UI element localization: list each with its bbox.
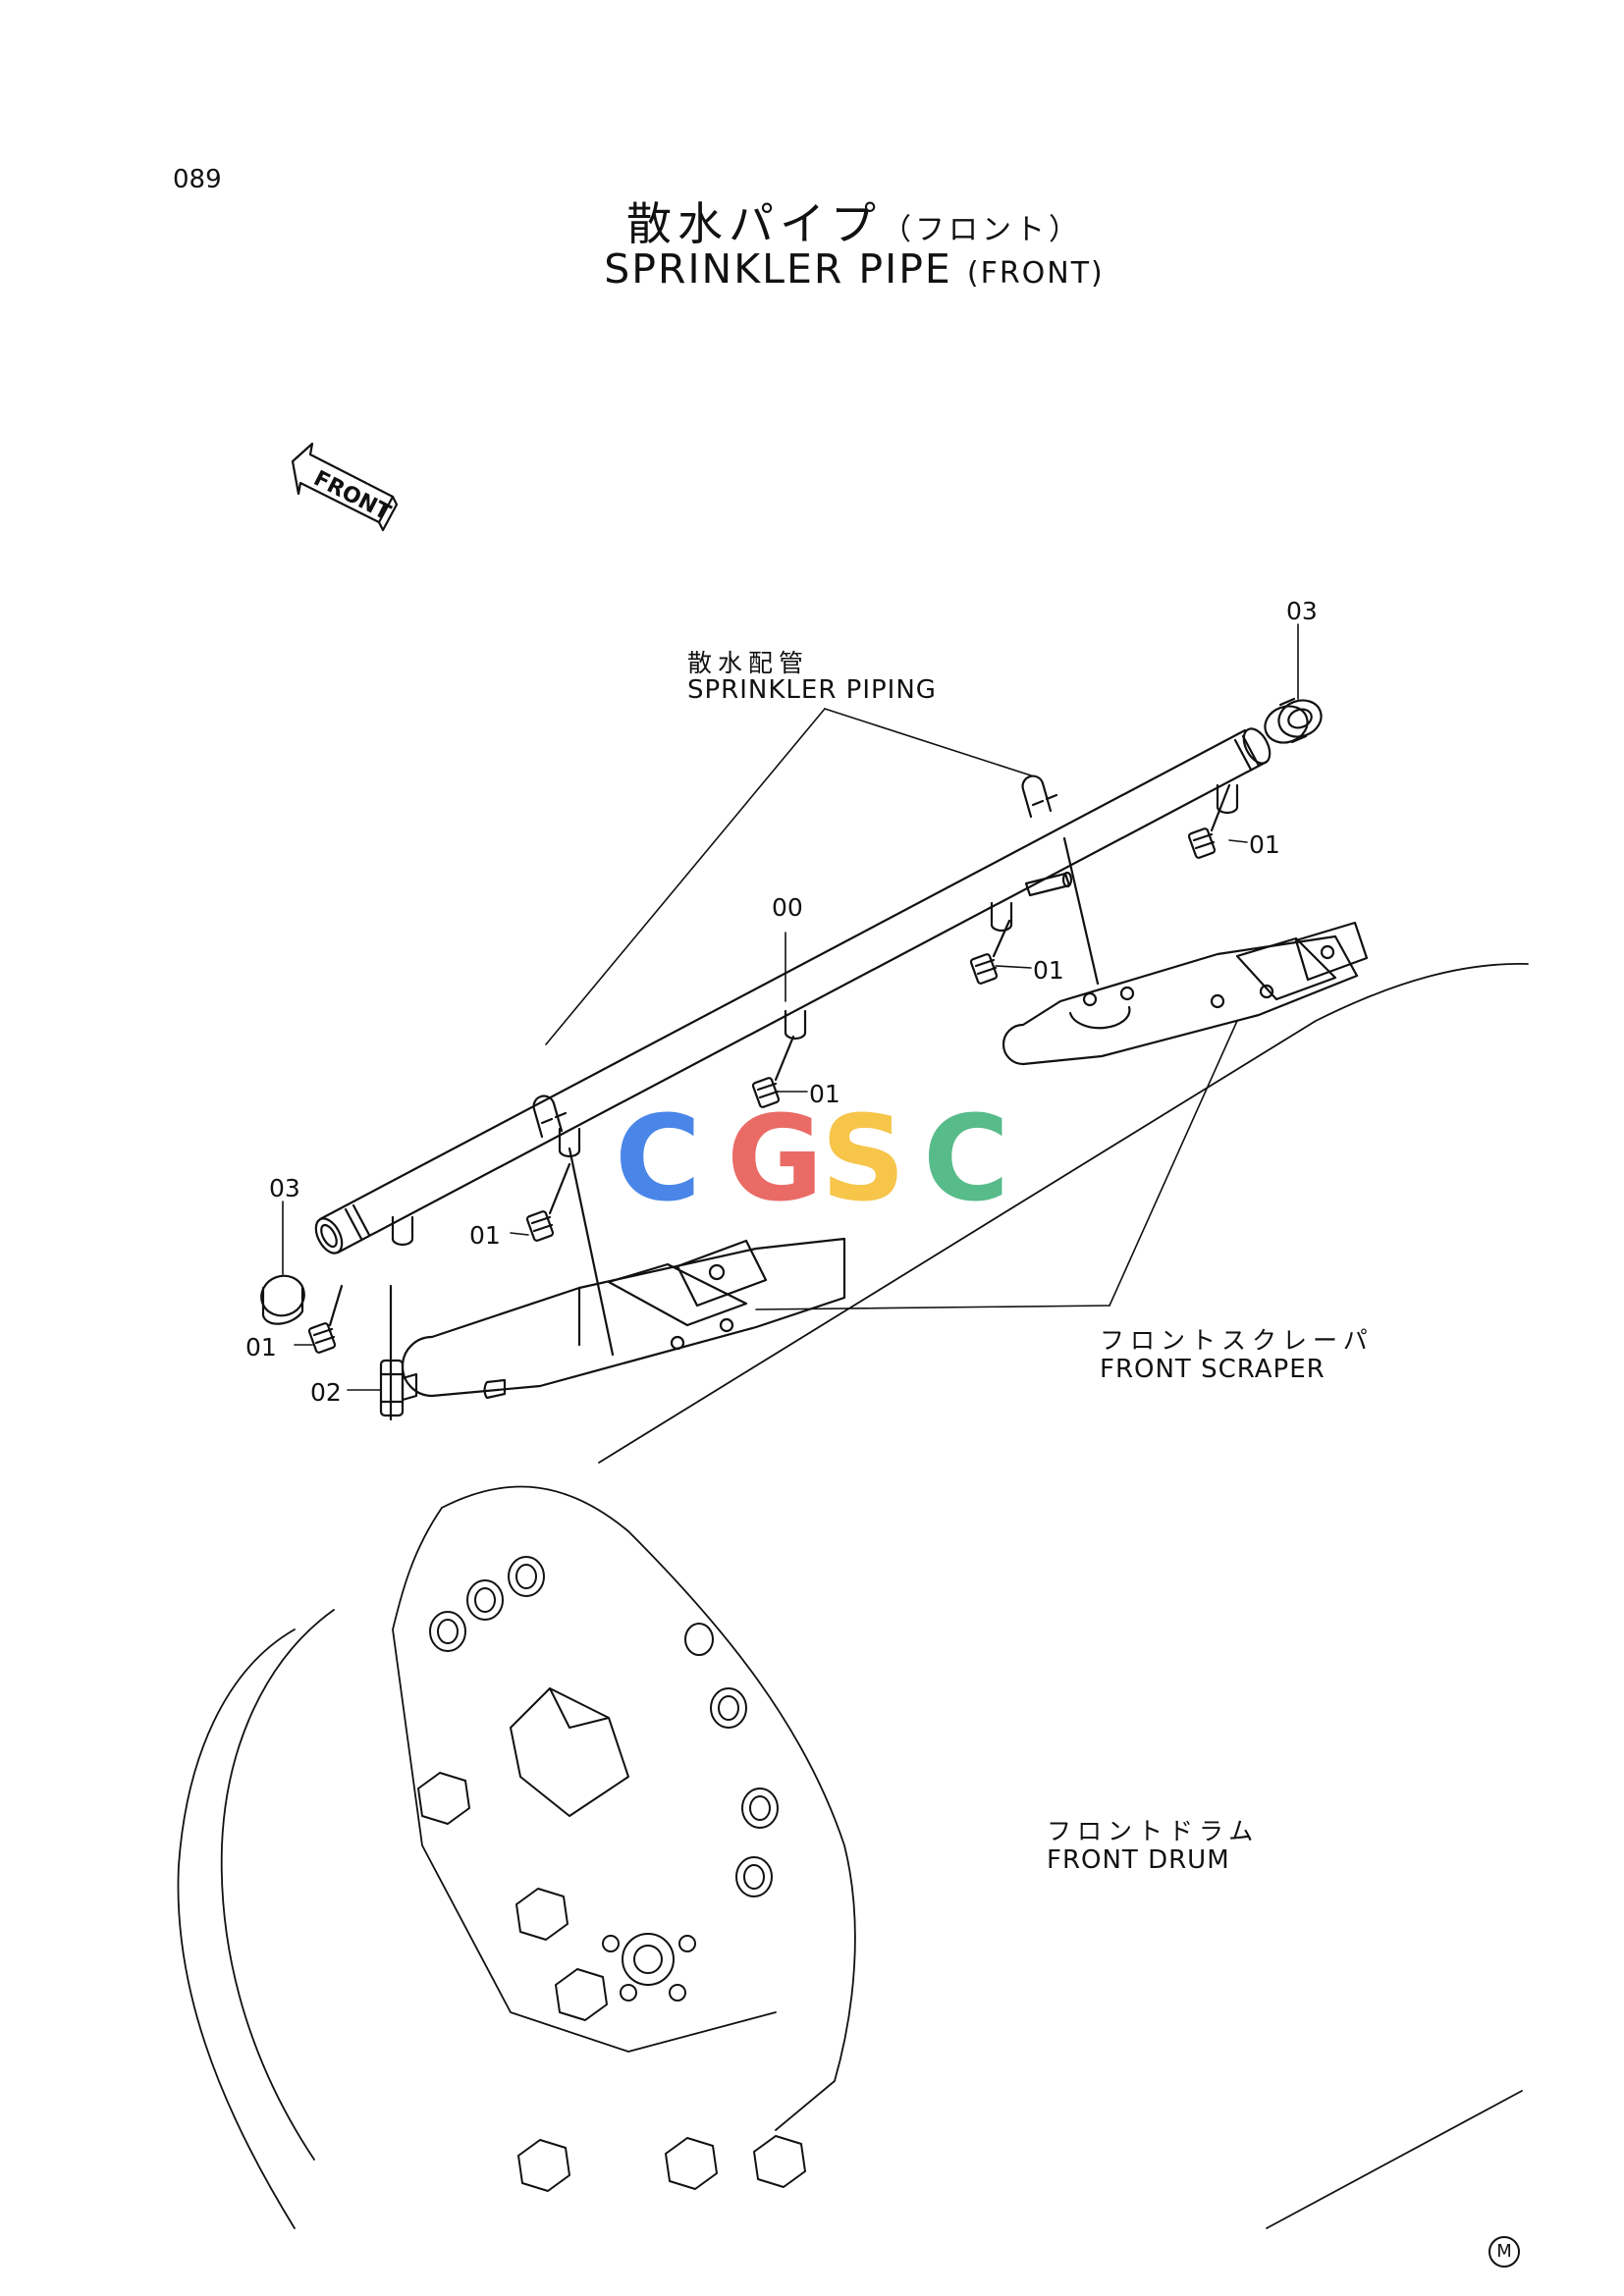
nozzle-fitting [969, 919, 1011, 985]
front-scraper-right [1001, 921, 1369, 1066]
corner-mark: M [1489, 2236, 1520, 2268]
front-direction-arrow-icon: FRONT [291, 442, 399, 532]
callout-pipe: 00 [772, 893, 803, 922]
watermark-letter: G [727, 1092, 824, 1228]
front-scraper-left [401, 1237, 846, 1400]
nozzle-fitting [1187, 783, 1231, 859]
leader-lines [282, 623, 1299, 1391]
callout-nozzle: 01 [1249, 830, 1280, 859]
callout-cap-right: 03 [1286, 597, 1318, 625]
label-front-scraper-en: FRONT SCRAPER [1100, 1355, 1326, 1384]
title-ja-sub: （フロント） [882, 213, 1082, 247]
nozzle-fitting [307, 1284, 344, 1354]
nozzle-fitting [751, 1035, 795, 1108]
title-ja-main: 散水パイプ [626, 197, 882, 250]
drum-bolt-holes [417, 1556, 806, 2192]
watermark-letter: C [615, 1092, 702, 1228]
sprinkler-pipe [314, 727, 1272, 1255]
label-front-scraper-ja: フロントスクレーパ [1100, 1326, 1374, 1355]
u-bolt [1021, 774, 1100, 986]
page-number: 089 [173, 165, 222, 194]
page-title-english: SPRINKLER PIPE (FRONT) [0, 245, 1624, 293]
watermark-letter: S [821, 1092, 906, 1228]
label-sprinkler-piping-ja: 散水配管 [687, 649, 810, 677]
end-cap-right [1264, 697, 1323, 744]
callout-valve: 02 [310, 1378, 342, 1407]
callout-nozzle: 01 [1033, 956, 1064, 985]
title-en-sub: (FRONT) [966, 256, 1105, 291]
callout-nozzle: 01 [245, 1333, 277, 1362]
label-front-drum-en: FRONT DRUM [1047, 1845, 1230, 1875]
nozzle-fitting [525, 1162, 571, 1242]
label-front-drum-ja: フロントドラム [1047, 1817, 1260, 1845]
title-en-main: SPRINKLER PIPE [604, 245, 952, 293]
callout-nozzle: 01 [469, 1221, 501, 1250]
page-title-japanese: 散水パイプ（フロント） [0, 188, 1624, 253]
label-sprinkler-piping-en: SPRINKLER PIPING [687, 675, 937, 705]
watermark-letter: C [923, 1092, 1010, 1228]
front-drum [177, 962, 1529, 2229]
u-bolt [532, 1095, 615, 1357]
valve-fitting [379, 1284, 418, 1421]
end-cap-left [260, 1274, 305, 1325]
callout-cap-left: 03 [269, 1174, 300, 1202]
callout-nozzle: 01 [809, 1080, 840, 1108]
